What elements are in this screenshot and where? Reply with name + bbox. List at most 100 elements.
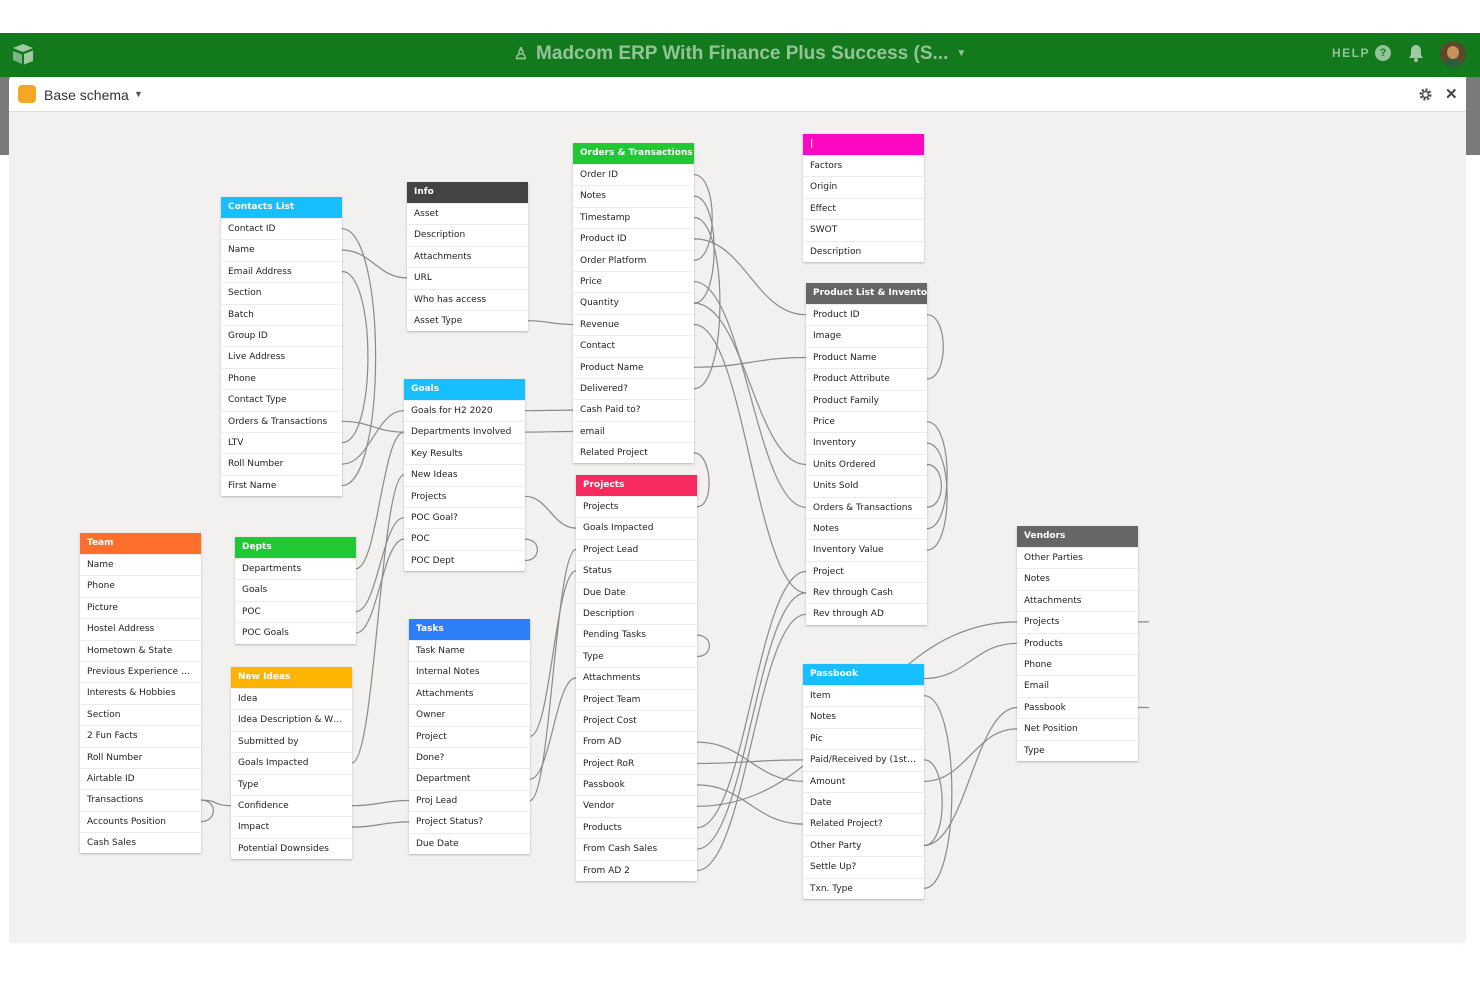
table-field[interactable]: Orders & Transactions <box>806 496 927 518</box>
table-field[interactable]: Other Party <box>803 834 924 856</box>
table-field[interactable]: Email <box>1017 675 1138 696</box>
base-title[interactable]: ♙Madcom ERP With Finance Plus Success (S… <box>0 43 1480 65</box>
table-field[interactable]: New Ideas <box>404 464 525 485</box>
table-field[interactable]: Task Name <box>409 640 530 661</box>
table-field[interactable]: Section <box>221 282 342 303</box>
table-field[interactable]: Rev through AD <box>806 603 927 624</box>
table-field[interactable]: Paid/Received by (1st Pa... <box>803 749 924 770</box>
table-field[interactable]: Goals for H2 2020 <box>404 400 525 421</box>
table-field[interactable]: Delivered? <box>573 377 694 399</box>
table-field[interactable]: Project <box>806 560 927 582</box>
table-field[interactable]: Attachments <box>407 245 528 267</box>
table-field[interactable]: Section <box>80 703 201 725</box>
table-field[interactable]: Phone <box>221 367 342 389</box>
table-field[interactable]: Live Address <box>221 346 342 367</box>
schema-title[interactable]: Base schema <box>44 87 129 103</box>
table-field[interactable]: Date <box>803 791 924 813</box>
table-field[interactable]: Accounts Position <box>80 810 201 832</box>
table-field[interactable]: Internal Notes <box>409 661 530 682</box>
table-field[interactable]: Contact <box>573 335 694 356</box>
table-field[interactable]: POC <box>404 528 525 549</box>
table-field[interactable]: Type <box>231 773 352 795</box>
table-field[interactable]: From AD <box>576 731 697 752</box>
table-field[interactable]: Attachments <box>409 682 530 704</box>
table-field[interactable]: Project <box>409 725 530 747</box>
table-field[interactable]: Owner <box>409 704 530 725</box>
table-field[interactable]: Notes <box>1017 568 1138 589</box>
table-field[interactable]: Type <box>576 645 697 667</box>
table-header[interactable]: Info <box>407 182 528 203</box>
table-field[interactable]: Project RoR <box>576 752 697 774</box>
table-header[interactable]: Product List & Inventory <box>806 283 927 304</box>
table-field[interactable]: Pic <box>803 727 924 749</box>
table-field[interactable]: Item <box>803 685 924 706</box>
table-field[interactable]: Name <box>80 554 201 575</box>
table-field[interactable]: POC Dept <box>404 549 525 571</box>
table-header[interactable]: Goals <box>404 379 525 400</box>
table-field[interactable]: Image <box>806 325 927 346</box>
table-field[interactable]: Product Name <box>806 346 927 368</box>
table-field[interactable]: Done? <box>409 746 530 768</box>
table-field[interactable]: Phone <box>80 575 201 596</box>
table-field[interactable]: Order Platform <box>573 249 694 271</box>
table-field[interactable]: Project Team <box>576 688 697 710</box>
table-field[interactable]: Notes <box>573 185 694 206</box>
table-field[interactable]: Product ID <box>573 228 694 249</box>
table-header[interactable]: New Ideas <box>231 667 352 688</box>
table-field[interactable]: Key Results <box>404 442 525 464</box>
table-header[interactable]: Passbook <box>803 664 924 685</box>
table-field[interactable]: Price <box>806 410 927 432</box>
table-field[interactable]: Cash Sales <box>80 832 201 853</box>
table-field[interactable]: Idea Description & What'... <box>231 709 352 730</box>
table-field[interactable]: Picture <box>80 596 201 618</box>
table-field[interactable]: Goals Impacted <box>231 752 352 773</box>
table-field[interactable]: Due Date <box>409 832 530 854</box>
table-field[interactable]: Net Position <box>1017 718 1138 739</box>
table-field[interactable]: Airtable ID <box>80 767 201 789</box>
table-field[interactable]: Cash Paid to? <box>573 399 694 420</box>
table-field[interactable]: Projects <box>1017 611 1138 632</box>
table-field[interactable]: Related Project <box>573 442 694 463</box>
table-field[interactable]: 2 Fun Facts <box>80 725 201 746</box>
table-field[interactable]: Potential Downsides <box>231 837 352 859</box>
table-header[interactable]: Orders & Transactions <box>573 143 694 164</box>
table-field[interactable]: Submitted by <box>231 730 352 752</box>
table-field[interactable]: Description <box>803 240 924 262</box>
table-field[interactable]: Previous Experience & A... <box>80 660 201 682</box>
table-field[interactable]: Timestamp <box>573 206 694 228</box>
table-field[interactable]: Hostel Address <box>80 618 201 639</box>
table-field[interactable]: Attachments <box>576 667 697 688</box>
table-field[interactable]: POC Goal? <box>404 506 525 528</box>
table-field[interactable]: Contact ID <box>221 218 342 239</box>
table-header[interactable]: Tasks <box>409 619 530 640</box>
help-icon[interactable]: ? <box>1375 45 1391 61</box>
table-field[interactable]: Department <box>409 768 530 789</box>
table-field[interactable]: Roll Number <box>80 746 201 768</box>
table-field[interactable]: email <box>573 420 694 442</box>
table-field[interactable]: Product Family <box>806 389 927 411</box>
table-field[interactable]: Notes <box>803 706 924 727</box>
table-header[interactable]: | <box>803 134 924 155</box>
table-field[interactable]: Products <box>1017 632 1138 654</box>
table-field[interactable]: Asset <box>407 203 528 224</box>
table-field[interactable]: Attachments <box>1017 589 1138 611</box>
table-field[interactable]: POC <box>235 600 356 622</box>
table-field[interactable]: Pending Tasks <box>576 624 697 645</box>
table-field[interactable]: Goals Impacted <box>576 517 697 538</box>
table-field[interactable]: Effect <box>803 197 924 219</box>
table-field[interactable]: POC Goals <box>235 622 356 643</box>
table-field[interactable]: Goals <box>235 579 356 600</box>
table-field[interactable]: Product Name <box>573 356 694 378</box>
table-field[interactable]: Notes <box>806 517 927 539</box>
table-field[interactable]: Hometown & State <box>80 639 201 661</box>
